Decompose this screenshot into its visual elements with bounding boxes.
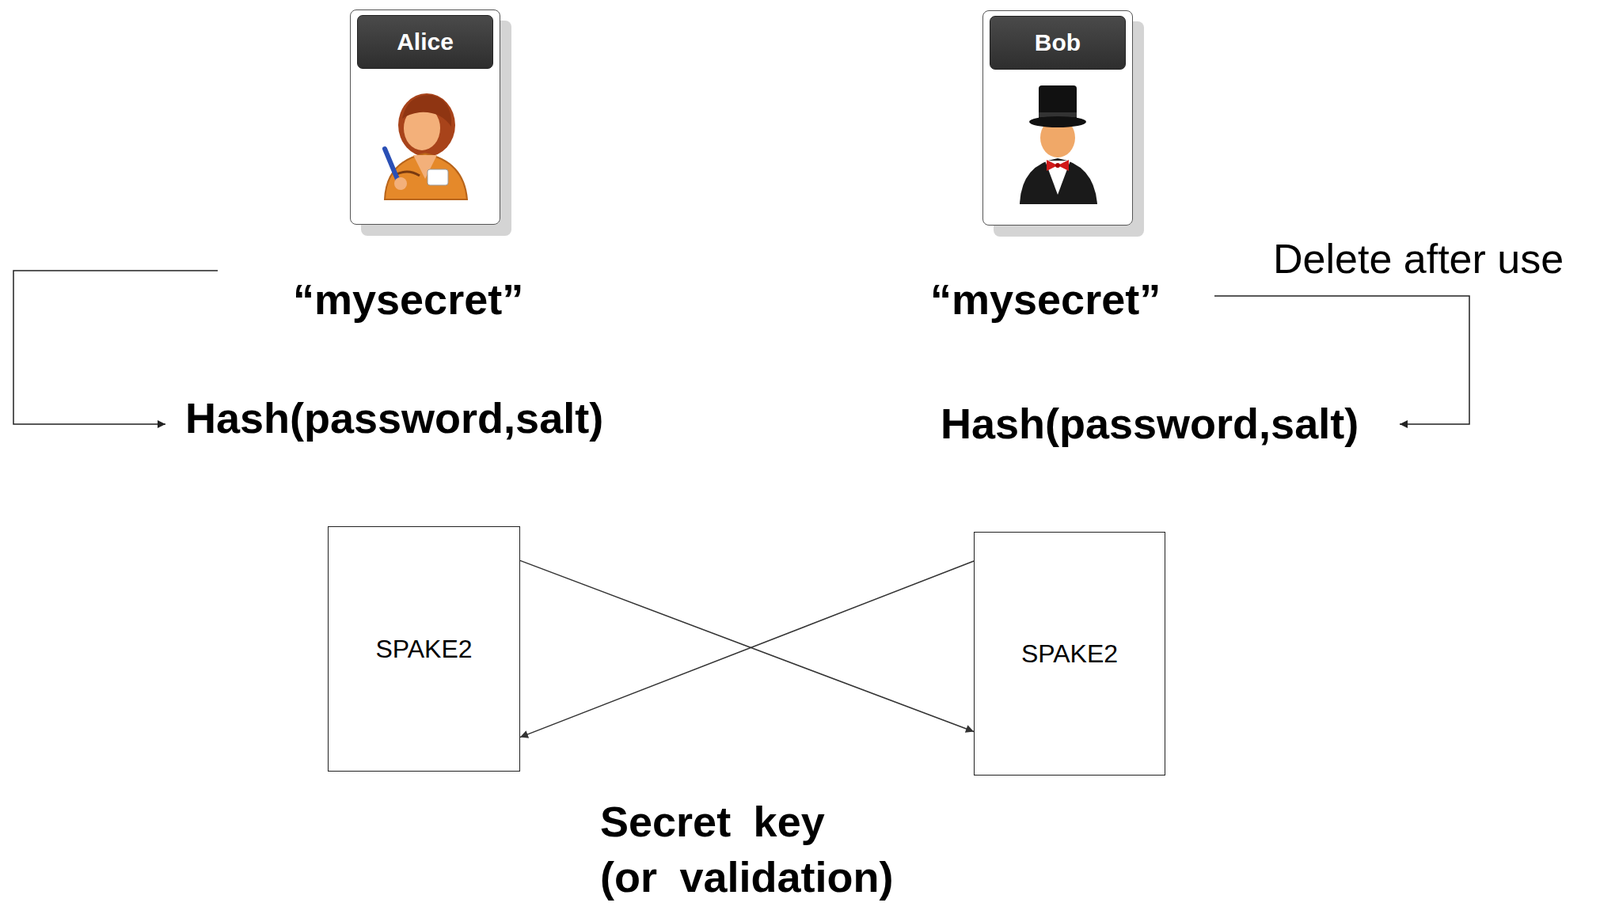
password-text: “mysecret” [292, 273, 524, 326]
box-label: SPAKE2 [365, 631, 482, 668]
result-text: Secret key (or validation) [600, 794, 899, 905]
connector-arrow [520, 560, 974, 732]
card-ground [982, 10, 1133, 226]
alice-icon [384, 93, 468, 200]
hash-text: Hash(password,salt) [185, 392, 604, 445]
connector-arrow [520, 561, 974, 738]
note-text: Delete after use [1273, 234, 1564, 284]
card-header: Alice [357, 15, 494, 69]
card-header: Bob [989, 15, 1126, 70]
person-card: Alice [349, 9, 501, 225]
person-card: Bob [982, 10, 1133, 226]
card-title: Alice [388, 25, 462, 59]
password-text: “mysecret” [930, 273, 1161, 326]
process-box: SPAKE2 [327, 526, 521, 772]
bob-icon [1019, 85, 1098, 205]
process-box: SPAKE2 [973, 532, 1166, 776]
card-ground [349, 9, 501, 225]
hash-text: Hash(password,salt) [940, 398, 1359, 450]
card-title: Bob [1026, 26, 1089, 60]
box-label: SPAKE2 [1011, 636, 1128, 673]
